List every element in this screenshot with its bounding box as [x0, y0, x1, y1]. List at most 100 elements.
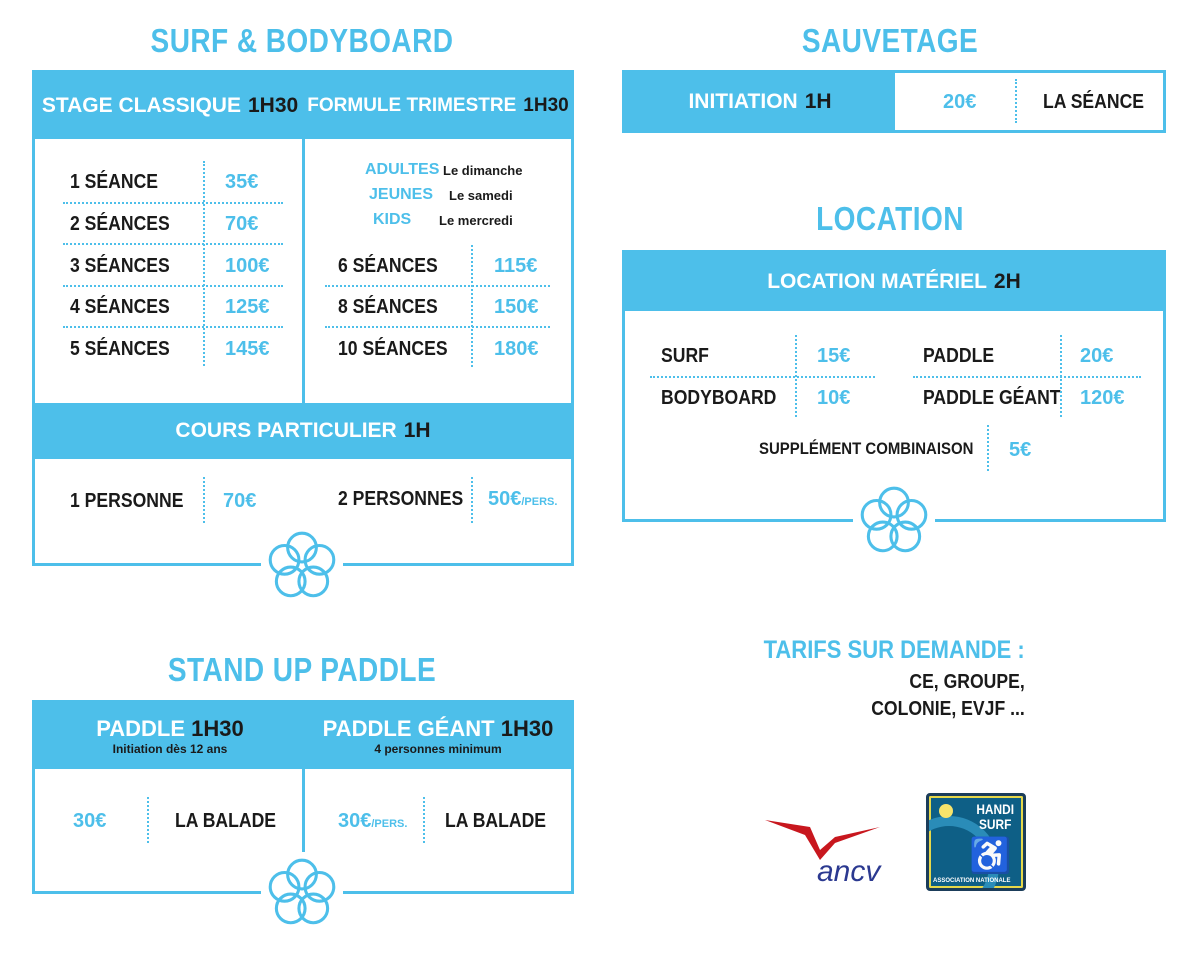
wave-icon [929, 816, 999, 888]
geant-unit: LA BALADE [445, 810, 547, 832]
trimestre-row-price: 115€ [494, 255, 538, 277]
per-person: /PERS. [521, 496, 558, 508]
sauvetage-title: SAUVETAGE [801, 22, 979, 59]
swirl-logo-icon [853, 480, 935, 562]
dotted-divider [650, 376, 875, 378]
trimestre-label: FORMULE TRIMESTRE [307, 95, 517, 116]
dotted-divider [987, 425, 989, 471]
ancv-logo: ancv [765, 815, 895, 895]
stage-label: STAGE CLASSIQUE [41, 94, 241, 117]
group-day: Le samedi [449, 188, 513, 203]
cours-duration: 1H [403, 419, 431, 442]
trimestre-header: FORMULE TRIMESTRE 1H30 [305, 73, 571, 139]
geant-duration: 1H30 [500, 716, 554, 741]
dotted-divider [63, 243, 283, 245]
dotted-divider [423, 797, 425, 843]
sauvetage-duration: 1H [804, 89, 832, 113]
bird-icon [765, 820, 880, 860]
paddle-unit: LA BALADE [175, 810, 277, 832]
sauvetage-price: 20€ [943, 91, 977, 113]
trimestre-duration: 1H30 [523, 95, 569, 116]
dotted-divider [203, 477, 205, 523]
location-title: LOCATION [816, 200, 964, 237]
location-item-price: 15€ [817, 345, 851, 367]
trimestre-row-price: 150€ [494, 296, 539, 318]
tarifs-title: TARIFS SUR DEMANDE : [763, 636, 1025, 664]
stage-row-label: 2 SÉANCES [70, 213, 170, 235]
geant-header: PADDLE GÉANT 1H30 4 personnes minimum [305, 703, 571, 769]
location-item-price: 20€ [1080, 345, 1114, 367]
location-item-price: 120€ [1080, 387, 1125, 409]
paddle-duration: 1H30 [191, 716, 244, 741]
paddle-price: 30€ [73, 810, 107, 832]
sup-title: STAND UP PADDLE [167, 651, 437, 688]
swirl-logo-icon [261, 525, 343, 607]
dotted-divider [63, 326, 283, 328]
trimestre-row-label: 6 SÉANCES [338, 255, 438, 277]
cours-label-2: 2 PERSONNES [338, 488, 464, 510]
stage-row-label: 3 SÉANCES [70, 255, 170, 277]
supplement-price: 5€ [1009, 439, 1032, 461]
group-day: Le mercredi [439, 213, 513, 228]
cours-price-2: 50€ [488, 488, 522, 510]
location-item-label: SURF [661, 345, 709, 367]
per-person: /PERS. [371, 818, 408, 830]
tarifs-block: TARIFS SUR DEMANDE : CE, GROUPE, COLONIE… [728, 636, 1025, 721]
dotted-divider [471, 245, 473, 367]
dotted-divider [63, 202, 283, 204]
dotted-divider [147, 797, 149, 843]
location-item-label: PADDLE [923, 345, 995, 367]
location-item-label: BODYBOARD [661, 387, 777, 409]
dotted-divider [913, 376, 1141, 378]
tarifs-line-2: COLONIE, EVJF ... [871, 698, 1025, 720]
stage-header: STAGE CLASSIQUE 1H30 [35, 73, 305, 139]
paddle-subtitle: Initiation dès 12 ans [112, 742, 228, 756]
stage-row-label: 4 SÉANCES [70, 296, 170, 318]
stage-row-price: 35€ [225, 171, 259, 193]
group-label: ADULTES [365, 161, 440, 178]
geant-label: PADDLE GÉANT [322, 716, 495, 741]
sun-icon [939, 804, 953, 818]
stage-row-price: 100€ [225, 255, 270, 277]
geant-price: 30€ [338, 810, 372, 832]
group-label: KIDS [373, 211, 412, 228]
group-day: Le dimanche [443, 163, 523, 178]
surf-text: SURF [978, 816, 1012, 832]
trimestre-row-label: 8 SÉANCES [338, 296, 438, 318]
surf-title: SURF & BODYBOARD [150, 22, 454, 59]
dotted-divider [471, 477, 473, 523]
location-label: LOCATION MATÉRIEL [767, 270, 987, 293]
stage-row-label: 5 SÉANCES [70, 338, 170, 360]
trimestre-row-label: 10 SÉANCES [338, 338, 448, 360]
dotted-divider [325, 326, 550, 328]
sup-box: PADDLE 1H30 Initiation dès 12 ans PADDLE… [32, 700, 574, 894]
cours-header: COURS PARTICULIER 1H [35, 403, 571, 459]
tarifs-line-1: CE, GROUPE, [909, 671, 1025, 693]
sauvetage-label: INITIATION [688, 89, 798, 113]
cours-label-1: 1 PERSONNE [70, 490, 184, 512]
wheelchair-icon: ♿ [969, 837, 1012, 875]
cours-label: COURS PARTICULIER [175, 419, 397, 442]
stage-row-price: 70€ [225, 213, 259, 235]
dotted-divider [1015, 79, 1017, 123]
column-divider [302, 139, 305, 403]
column-divider [302, 769, 305, 891]
paddle-header: PADDLE 1H30 Initiation dès 12 ans [35, 703, 305, 769]
stage-row-price: 125€ [225, 296, 270, 318]
stage-duration: 1H30 [247, 94, 299, 117]
dotted-divider [325, 285, 550, 287]
association-text: ASSOCIATION NATIONALE [933, 878, 1011, 884]
handi-text: HANDI [975, 801, 1014, 817]
supplement-label: SUPPLÉMENT COMBINAISON [759, 439, 974, 458]
location-item-label: PADDLE GÉANT [923, 387, 1061, 409]
swirl-logo-icon [261, 852, 343, 934]
cours-price-1: 70€ [223, 490, 257, 512]
group-label: JEUNES [369, 186, 434, 203]
dotted-divider [63, 285, 283, 287]
